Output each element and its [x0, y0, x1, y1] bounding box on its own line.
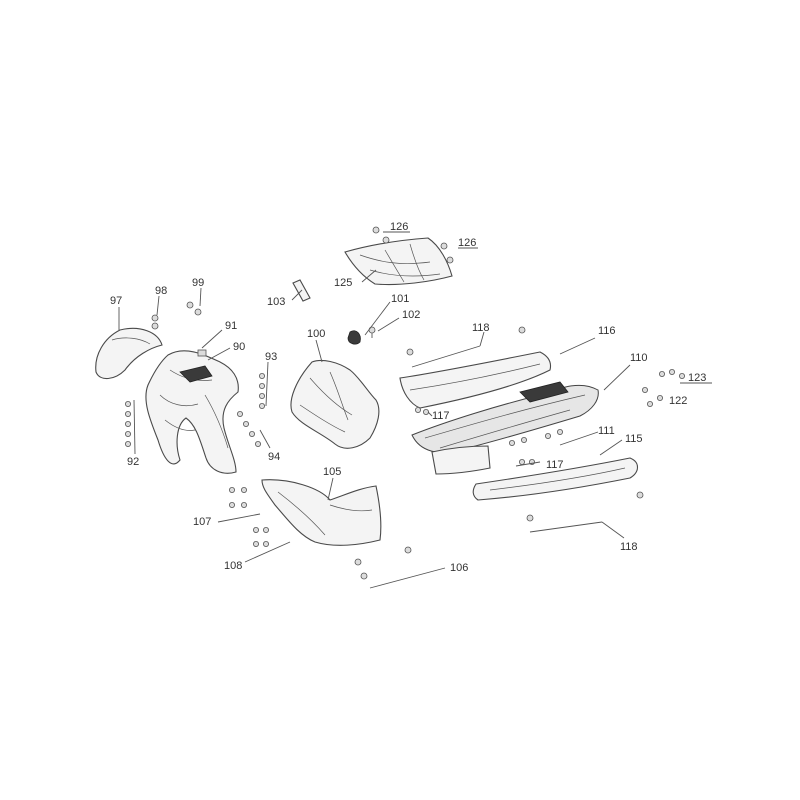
part-100-inner-leg-shield: [290, 359, 380, 449]
label-105: 105: [323, 466, 341, 478]
label-110: 110: [630, 352, 648, 364]
label-94: 94: [268, 451, 280, 463]
label-126a: 126: [390, 221, 408, 233]
label-97: 97: [110, 295, 122, 307]
label-116: 116: [598, 325, 616, 337]
label-123: 123: [688, 372, 706, 384]
label-92: 92: [127, 456, 139, 468]
part-115-side-skirt: [472, 457, 639, 501]
label-118b: 118: [620, 541, 638, 553]
part-116-side-cover: [399, 351, 552, 409]
label-108: 108: [224, 560, 242, 572]
label-100: 100: [307, 328, 325, 340]
part-125-floor-mat: [344, 237, 453, 286]
part-105-under-cover: [261, 479, 382, 546]
label-126b: 126: [458, 237, 476, 249]
label-101: 101: [391, 293, 409, 305]
part-91-bracket: [197, 349, 207, 357]
label-111: 111: [598, 425, 615, 437]
label-91: 91: [225, 320, 237, 332]
label-98: 98: [155, 285, 167, 297]
label-106: 106: [450, 562, 468, 574]
label-118a: 118: [472, 322, 490, 334]
label-115: 115: [625, 433, 643, 445]
part-110-floor-panel: [411, 381, 599, 454]
callout-labels: 97 98 99 91 90 92 93 94 103 100 101 102 …: [110, 221, 706, 574]
leader-lines: [118, 231, 712, 589]
label-122: 122: [669, 395, 687, 407]
label-90: 90: [233, 341, 245, 353]
label-99: 99: [192, 277, 204, 289]
label-107: 107: [193, 516, 211, 528]
label-125: 125: [334, 277, 352, 289]
part-97-front-fender: [95, 327, 163, 380]
label-117b: 117: [546, 459, 564, 471]
label-103: 103: [267, 296, 285, 308]
label-117a: 117: [432, 410, 450, 422]
part-101-knob: [347, 330, 361, 345]
label-102: 102: [402, 309, 420, 321]
part-90-front-fairing: [145, 350, 239, 474]
part-111-under-panel: [431, 445, 491, 475]
label-93: 93: [265, 351, 277, 363]
